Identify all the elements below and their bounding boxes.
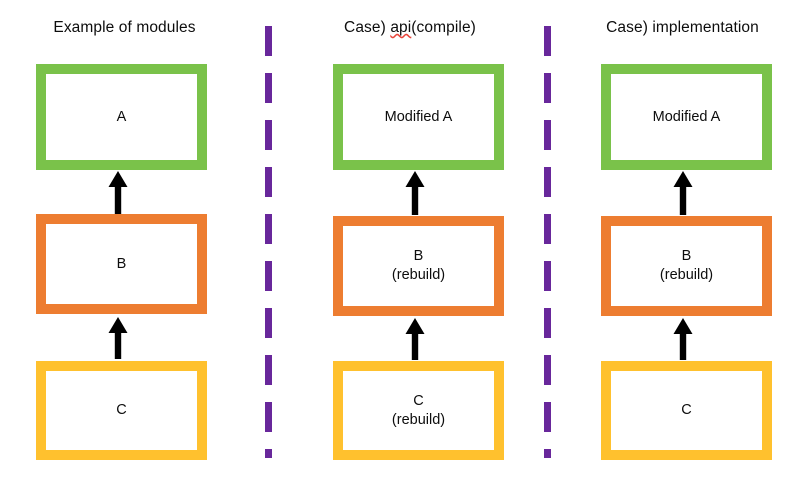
box-col2-b[interactable]: B (rebuild) [333, 216, 504, 316]
box-col1-b-label: B [116, 255, 127, 272]
box-col1-c-label: C [116, 402, 127, 418]
title-col2-misspelled-word: api [390, 19, 412, 36]
box-col2-a-label: Modified A [384, 108, 453, 125]
column-title-example-of-modules: Example of modules [53, 19, 196, 36]
box-col2-b-label: B (rebuild) [391, 248, 446, 283]
box-col3-b-label: B (rebuild) [659, 248, 714, 283]
box-col3-b[interactable]: B (rebuild) [601, 216, 772, 316]
arrow-col2-c-to-b [402, 318, 428, 360]
title-col2-suffix: (compile) [411, 19, 476, 36]
box-col1-c[interactable]: C [36, 361, 207, 460]
arrow-col1-c-to-b [105, 317, 131, 359]
divider-dashed-left [265, 26, 272, 458]
box-col2-a[interactable]: Modified A [333, 64, 504, 170]
arrow-col1-b-to-a [105, 171, 131, 215]
arrow-col3-c-to-b [670, 318, 696, 360]
box-col2-c[interactable]: C (rebuild) [333, 361, 504, 460]
box-col1-b[interactable]: B [36, 214, 207, 314]
box-col2-c-label: C (rebuild) [391, 392, 446, 428]
box-col3-c[interactable]: C [601, 361, 772, 460]
box-col3-a-label: Modified A [652, 108, 721, 125]
arrow-col2-b-to-a [402, 171, 428, 215]
arrow-col3-b-to-a [670, 171, 696, 215]
box-col3-c-label: C [681, 402, 692, 418]
title-col2-prefix: Case) [344, 19, 391, 36]
column-title-case-implementation: Case) implementation [606, 19, 759, 36]
box-col1-a-label: A [116, 108, 127, 125]
box-col3-a[interactable]: Modified A [601, 64, 772, 170]
divider-dashed-right [544, 26, 551, 458]
column-title-case-api-compile: Case) api(compile) [300, 18, 520, 38]
box-col1-a[interactable]: A [36, 64, 207, 170]
